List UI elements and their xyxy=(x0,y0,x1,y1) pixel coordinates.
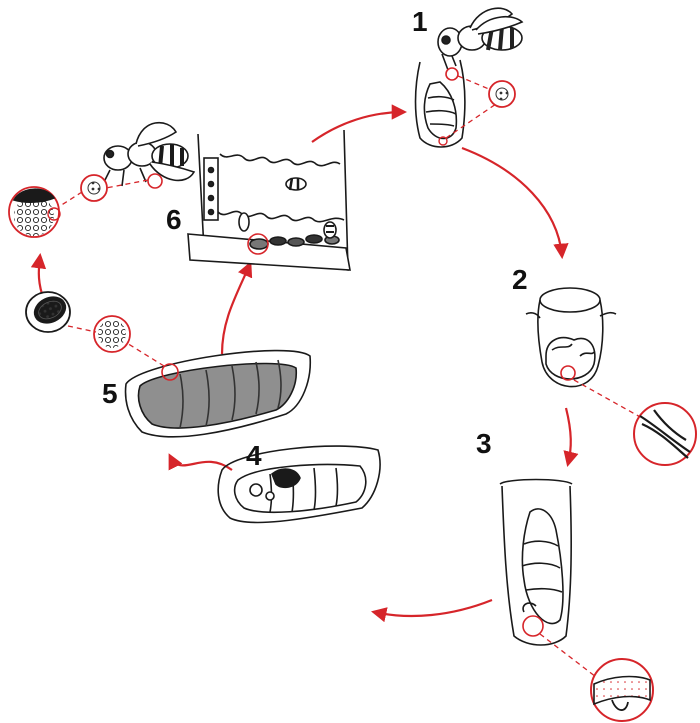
stage-label-4: 4 xyxy=(246,442,262,470)
arrow-2-to-3 xyxy=(566,408,571,464)
stage-6-hive-spread xyxy=(188,130,350,270)
stage-3-dying-larva xyxy=(500,480,653,722)
arrow-5-to-6 xyxy=(222,264,250,354)
stage-label-6: 6 xyxy=(166,206,182,234)
stage-4-decaying-larva xyxy=(218,446,380,522)
stage-2-infected-larva xyxy=(526,288,696,465)
stage-label-2: 2 xyxy=(512,266,528,294)
stage-label-5: 5 xyxy=(102,380,118,408)
stage-label-3: 3 xyxy=(476,430,492,458)
arrow-6-to-1 xyxy=(312,112,404,142)
stage-5-dried-scale xyxy=(26,292,310,437)
stage-1-nurse-bee-feeding xyxy=(416,8,523,147)
arrow-3-to-4 xyxy=(374,600,492,616)
stage-label-1: 1 xyxy=(412,8,428,36)
arrow-1-to-2 xyxy=(462,148,562,256)
